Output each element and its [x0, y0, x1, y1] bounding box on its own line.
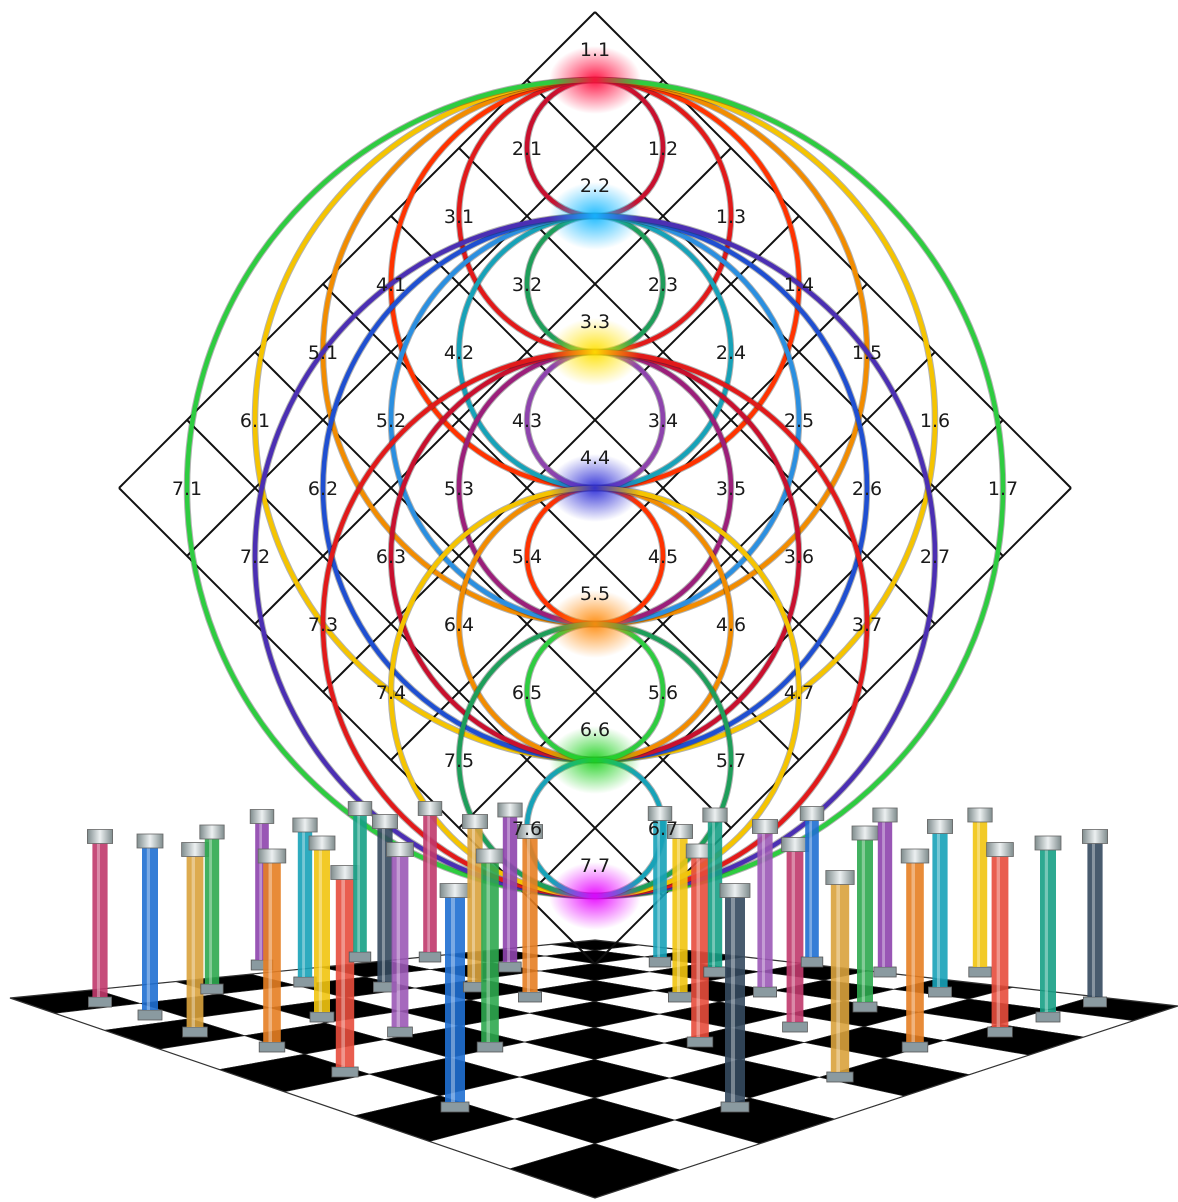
cell-label: 3.1 [444, 206, 474, 228]
cell-label: 2.1 [512, 138, 542, 160]
cell-label: 6.6 [580, 719, 610, 741]
cell-label: 1.6 [920, 410, 950, 432]
cell-label: 7.4 [376, 682, 406, 704]
cell-label: 4.2 [444, 342, 474, 364]
cell-label: 6.5 [512, 682, 542, 704]
cell-label: 4.4 [580, 447, 610, 469]
cell-label: 1.3 [716, 206, 746, 228]
pillar [927, 820, 952, 998]
cell-label: 1.2 [648, 138, 678, 160]
cell-label: 2.4 [716, 342, 746, 364]
cell-label: 5.1 [308, 342, 338, 364]
cell-label: 3.5 [716, 478, 746, 500]
cell-label: 5.2 [376, 410, 406, 432]
cell-label: 7.5 [444, 750, 474, 772]
cell-label: 2.7 [920, 546, 950, 568]
cell-label: 2.2 [580, 175, 610, 197]
cell-label: 6.3 [376, 546, 406, 568]
cell-label: 4.3 [512, 410, 542, 432]
cell-label: 1.7 [988, 478, 1018, 500]
cell-label: 6.1 [240, 410, 270, 432]
cell-label: 6.7 [648, 818, 678, 840]
cell-label: 2.6 [852, 478, 882, 500]
cell-label: 4.6 [716, 614, 746, 636]
cell-label: 4.5 [648, 546, 678, 568]
cell-label: 1.4 [784, 274, 814, 296]
cell-label: 7.7 [580, 855, 610, 877]
cell-label: 6.2 [308, 478, 338, 500]
cell-label: 7.3 [308, 614, 338, 636]
cell-label: 5.6 [648, 682, 678, 704]
cell-label: 6.4 [444, 614, 474, 636]
cell-label: 2.5 [784, 410, 814, 432]
cell-label: 2.3 [648, 274, 678, 296]
cell-label: 1.1 [580, 39, 610, 61]
cell-label: 4.7 [784, 682, 814, 704]
pillar [968, 808, 992, 977]
cell-label: 7.1 [172, 478, 202, 500]
cell-label: 3.4 [648, 410, 678, 432]
cell-label: 5.7 [716, 750, 746, 772]
cell-label: 3.2 [512, 274, 542, 296]
cell-label: 7.2 [240, 546, 270, 568]
cell-label: 5.5 [580, 583, 610, 605]
pillar [87, 830, 112, 1008]
cell-label: 4.1 [376, 274, 406, 296]
cell-label: 3.6 [784, 546, 814, 568]
cell-label: 1.5 [852, 342, 882, 364]
cell-label: 3.7 [852, 614, 882, 636]
cell-label: 5.3 [444, 478, 474, 500]
cell-label: 7.6 [512, 818, 542, 840]
cell-label: 5.4 [512, 546, 542, 568]
cell-label: 3.3 [580, 311, 610, 333]
pillar [1082, 830, 1107, 1008]
